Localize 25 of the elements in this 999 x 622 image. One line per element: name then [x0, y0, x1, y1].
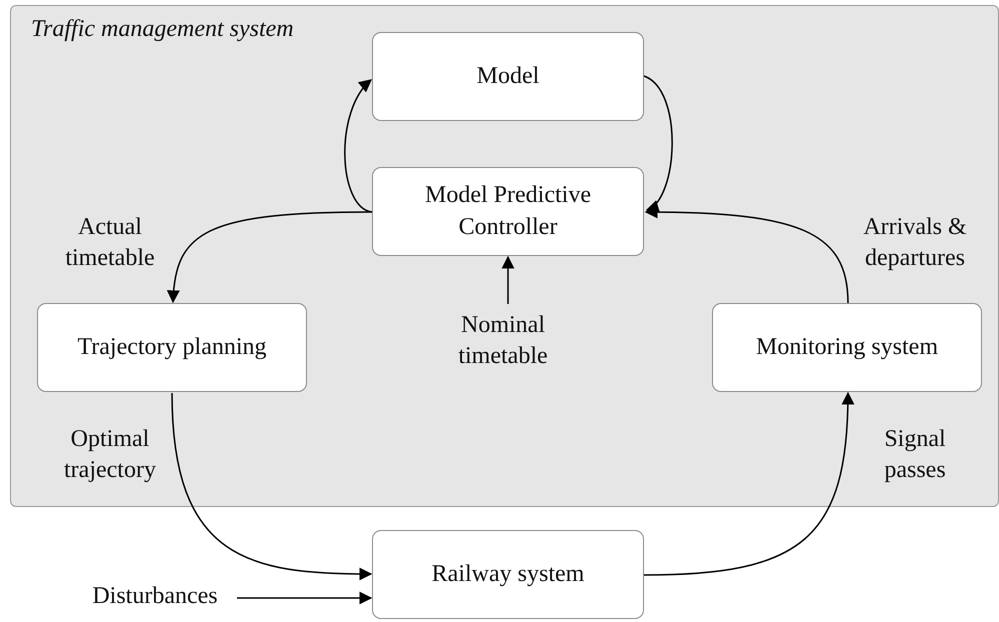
process-box: [372, 530, 644, 619]
edge-label: Signal passes: [883, 424, 947, 485]
arrow: [171, 392, 372, 580]
arrow: [644, 75, 673, 211]
box-label: Model Predictive Controller: [424, 181, 592, 242]
arrow: [237, 592, 372, 604]
process-box: [712, 303, 982, 392]
annotation-text: Nominal timetable: [433, 305, 573, 377]
edge-label: Actual timetable: [64, 212, 156, 273]
box-label: Model: [476, 62, 540, 91]
edge-label: Optimal trajectory: [63, 424, 157, 485]
process-box: [37, 303, 307, 392]
box-label: Trajectory planning: [77, 332, 267, 362]
process-box: [372, 32, 644, 121]
system-panel: [10, 5, 999, 507]
edge-label: Arrivals & departures: [862, 212, 968, 273]
arrow: [502, 256, 514, 304]
box-label: Monitoring system: [756, 332, 938, 362]
process-box: [372, 167, 644, 256]
box-label: Railway system: [432, 560, 584, 589]
arrow: [344, 79, 372, 213]
annotation-text: Disturbances: [70, 578, 240, 616]
arrow: [167, 211, 372, 304]
panel-title: Traffic management system: [31, 15, 294, 44]
arrow: [644, 392, 854, 576]
